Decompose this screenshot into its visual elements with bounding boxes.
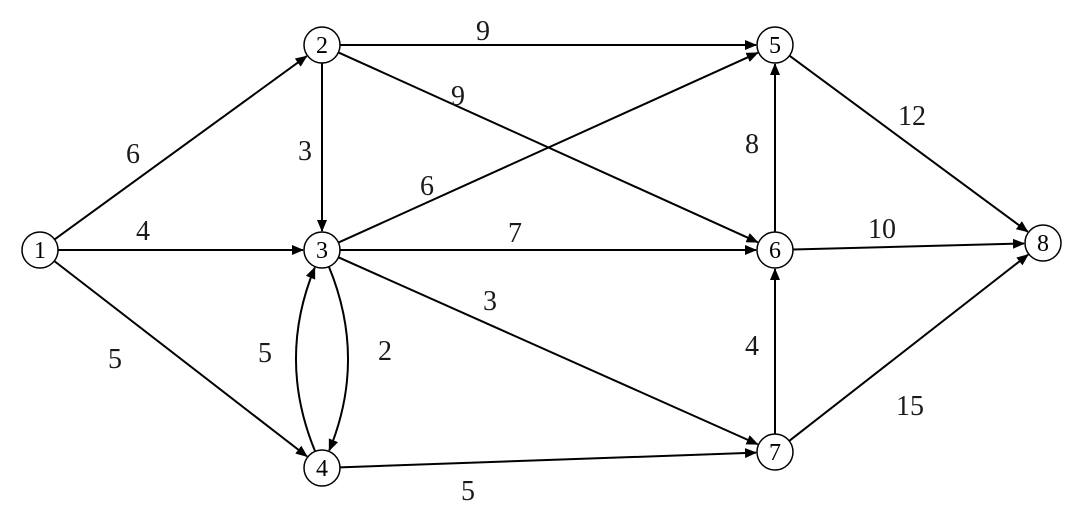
edge-5-8-arrow [788,54,1029,233]
node-2: 2 [303,26,341,64]
node-8: 8 [1024,224,1062,262]
node-label: 1 [34,238,46,264]
edge-3-6-weight: 7 [508,218,522,249]
node-circle [303,449,341,487]
node-label: 6 [769,238,781,264]
edge-1-3-weight: 4 [136,216,150,247]
node-label: 8 [1037,231,1049,257]
edge-1-2-weight: 6 [126,139,140,170]
edge-5-8-weight: 12 [898,101,926,132]
node-5: 5 [756,26,794,64]
edge-7-8-weight: 15 [896,391,924,422]
edge-3-4-weight: 5 [258,338,272,369]
node-3: 3 [303,231,341,269]
node-7: 7 [756,433,794,471]
edge-2-3-weight: 3 [298,136,312,167]
edge-7-8-arrow [788,253,1029,442]
node-1: 1 [21,231,59,269]
edge-1-4-weight: 5 [108,344,122,375]
edge-4-7-arrow [339,448,758,469]
node-circle [303,231,341,269]
edge-6-8-arrow [792,238,1026,251]
node-circle [756,231,794,269]
node-6: 6 [756,231,794,269]
edge-3-5-weight: 6 [420,171,434,202]
edge-3-7-weight: 3 [483,286,497,317]
node-circle [756,433,794,471]
node-circle [303,26,341,64]
edge-7-6-weight: 4 [745,331,759,362]
edge-6-8-weight: 10 [868,214,896,245]
edge-6-5-weight: 8 [745,129,759,160]
node-label: 3 [316,238,328,264]
edge-4-3-arrow [294,266,317,452]
node-circle [1024,224,1062,262]
node-label: 5 [769,33,781,59]
node-label: 7 [769,440,781,466]
node-circle [21,231,59,269]
node-label: 4 [316,456,328,482]
edge-4-7-weight: 5 [461,476,475,507]
edge-3-5-arrow [337,51,759,244]
node-4: 4 [303,449,341,487]
edge-4-3-weight: 2 [378,336,392,367]
edge-2-5-weight: 9 [476,16,490,47]
edge-1-4-arrow [53,260,308,458]
edge-3-7-arrow [338,256,759,446]
edge-1-2-arrow [53,55,308,241]
edge-3-4-arrow [327,266,350,452]
edge-2-6-weight: 9 [451,81,465,112]
node-circle [756,26,794,64]
node-label: 2 [316,33,328,59]
